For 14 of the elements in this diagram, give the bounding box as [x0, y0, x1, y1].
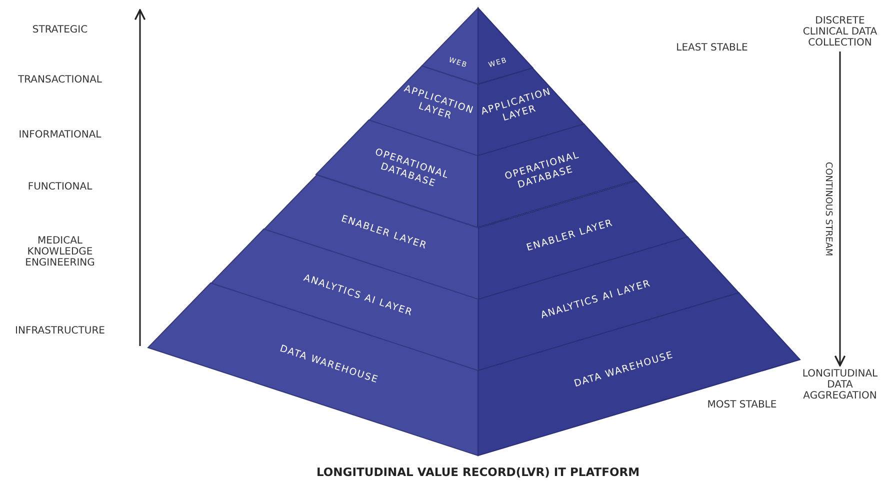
pyramid-layer [422, 8, 533, 84]
level-label: INFORMATIONAL [18, 130, 102, 140]
caption: LONGITUDINAL VALUE RECORD(LVR) IT PLATFORM [316, 465, 640, 479]
stability-label: MOST STABLE [706, 400, 778, 410]
level-label: STRATEGIC [31, 24, 89, 36]
arrow [834, 52, 846, 366]
level-label: TRANSACTIONAL [17, 74, 103, 86]
level-label: MEDICAL KNOWLEDGE ENGINEERING [24, 236, 96, 268]
level-label: FUNCTIONAL [26, 182, 94, 192]
edge-label: CONTINOUS STREAM [823, 161, 833, 256]
level-label: INFRASTRUCTURE [14, 326, 106, 336]
stage-label: LONGITUDINAL DATA AGGREGATION [795, 368, 885, 402]
stability-label: LEAST STABLE [675, 42, 749, 54]
stage-label: DISCRETE CLINICAL DATA COLLECTION [795, 16, 885, 48]
